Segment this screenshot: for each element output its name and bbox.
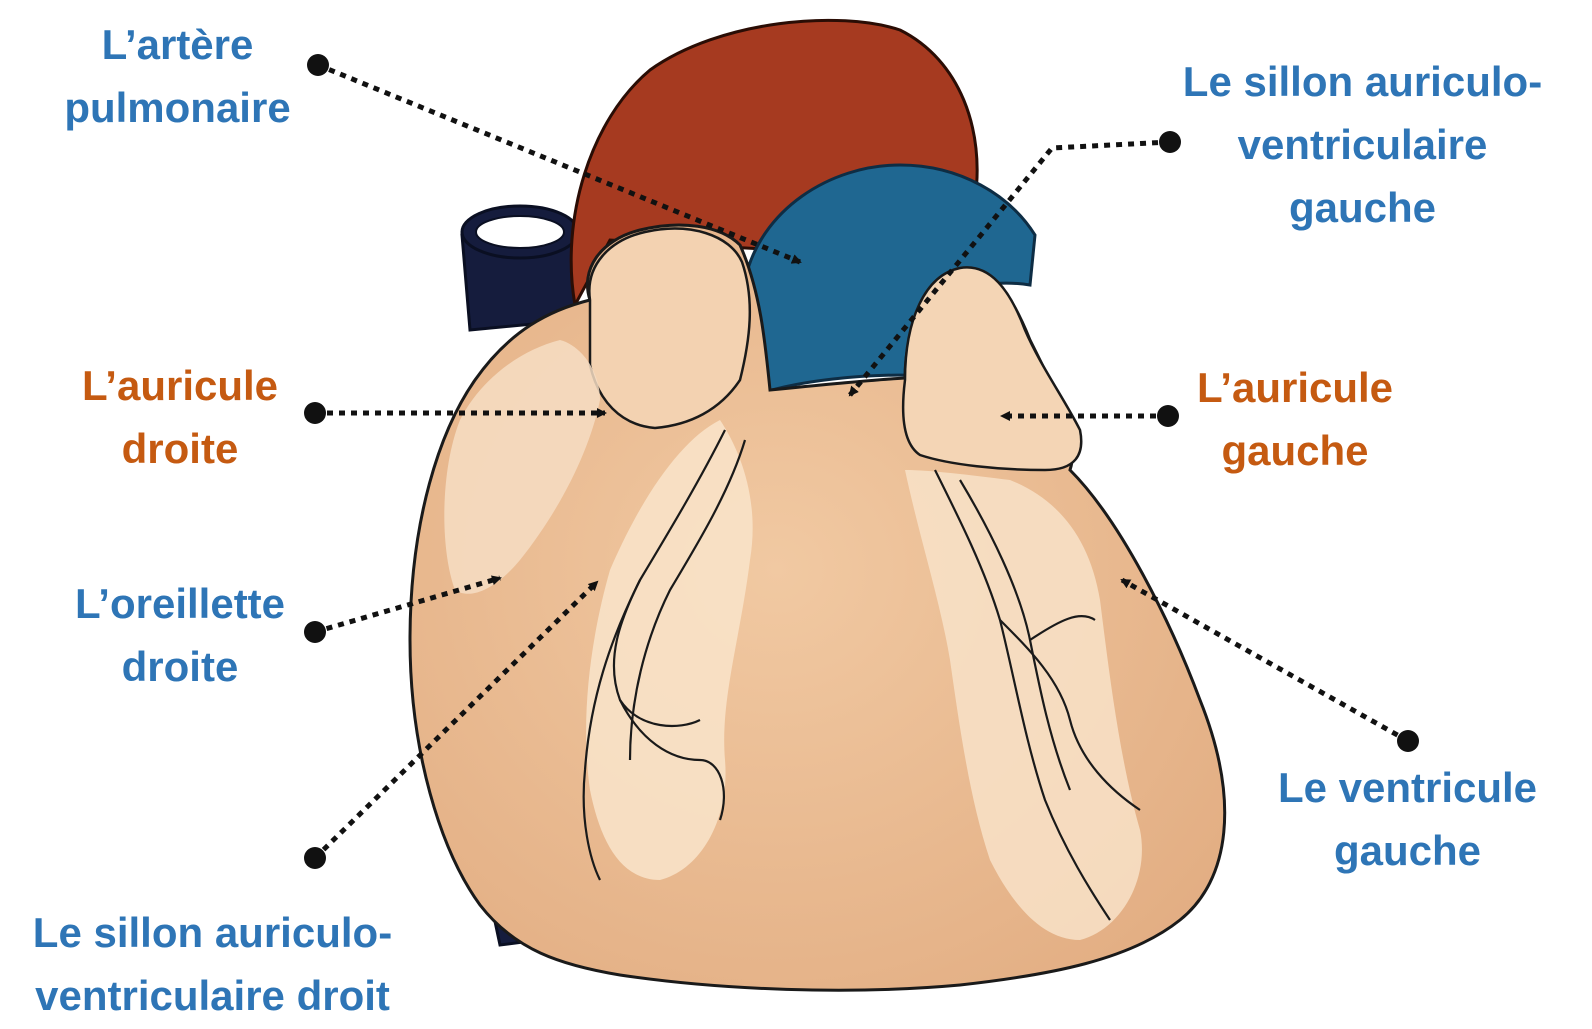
label-line: L’oreillette [45,572,315,635]
label-sillon-av-gauche: Le sillon auriculo- ventriculaire gauche [1165,50,1560,239]
label-line: gauche [1165,176,1560,239]
label-line: ventriculaire [1165,113,1560,176]
label-auricule-droite: L’auricule droite [60,354,300,480]
dot-sillon-av-droit [304,847,326,869]
label-line: droite [60,417,300,480]
label-auricule-gauche: L’auricule gauche [1175,356,1415,482]
label-line: Le sillon auriculo- [10,901,415,964]
label-line: Le sillon auriculo- [1165,50,1560,113]
label-artere-pulmonaire: L’artère pulmonaire [40,13,315,139]
label-oreillette-droite: L’oreillette droite [45,572,315,698]
label-line: gauche [1175,419,1415,482]
label-sillon-av-droit: Le sillon auriculo- ventriculaire droit [10,901,415,1027]
label-line: L’auricule [1175,356,1415,419]
label-line: pulmonaire [40,76,315,139]
right-auricle-shape [589,229,749,428]
left-auricle-shape [903,267,1081,470]
label-line: gauche [1255,819,1560,882]
label-ventricule-gauche: Le ventricule gauche [1255,756,1560,882]
label-line: ventriculaire droit [10,964,415,1027]
label-line: L’artère [40,13,315,76]
label-line: droite [45,635,315,698]
label-line: Le ventricule [1255,756,1560,819]
label-line: L’auricule [60,354,300,417]
dot-auricule-droite [304,402,326,424]
dot-ventricule-gauche [1397,730,1419,752]
